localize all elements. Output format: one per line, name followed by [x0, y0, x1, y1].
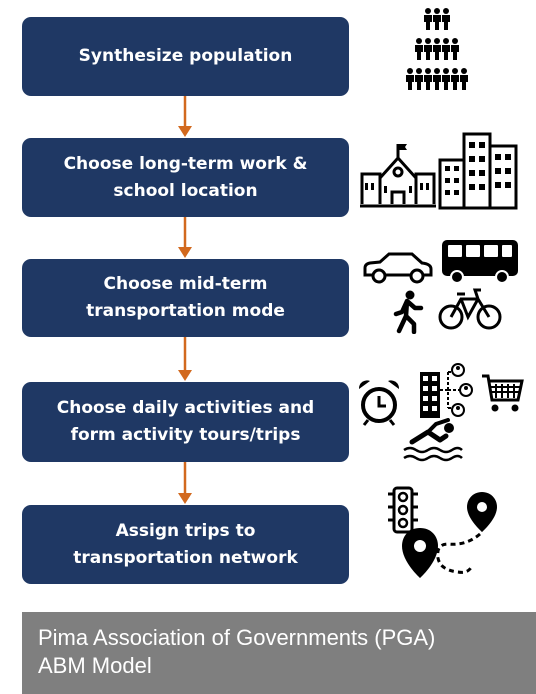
step-label: Synthesize population: [78, 46, 293, 66]
caption-line1: Pima Association of Governments (PGA): [38, 625, 436, 650]
swimmer-icon: [403, 418, 463, 462]
office-buildings-icon: [438, 132, 518, 210]
people-crowd-icon: [406, 8, 468, 90]
step-daily-activities: Choose daily activities and form activit…: [22, 382, 349, 462]
step-label-line2: transportation mode: [86, 301, 285, 321]
step-synthesize-population: Synthesize population: [22, 17, 349, 96]
route-pins-icon: [402, 492, 497, 578]
bicycle-icon: [438, 288, 502, 330]
alarm-clock-icon: [358, 380, 400, 426]
school-building-icon: [360, 144, 436, 208]
step-label-line2: transportation network: [73, 547, 298, 568]
step-transportation-mode: Choose mid-term transportation mode: [22, 259, 349, 337]
traffic-light-icon: [388, 486, 418, 534]
step-label-line2: school location: [113, 180, 258, 201]
pedestrian-icon: [393, 290, 424, 334]
caption-bar: Pima Association of Governments (PGA) AB…: [22, 612, 536, 694]
office-network-icon: [420, 363, 473, 418]
step-label-line1: Assign trips to: [115, 520, 256, 541]
flow-arrow-4: [178, 462, 192, 504]
step-label-line2: form activity tours/trips: [70, 425, 301, 445]
shopping-cart-icon: [482, 374, 524, 412]
step-label-line1: Choose long-term work &: [63, 153, 308, 174]
flow-arrow-3: [178, 337, 192, 381]
step-label-line1: Choose mid-term: [103, 274, 268, 294]
step-label-line1: Choose daily activities and: [56, 398, 315, 418]
step-work-school-location: Choose long-term work & school location: [22, 138, 349, 217]
step-assign-trips: Assign trips to transportation network: [22, 505, 349, 584]
car-icon: [363, 252, 433, 284]
flow-arrow-1: [178, 96, 192, 137]
bus-icon: [442, 240, 518, 284]
flow-arrow-2: [178, 217, 192, 258]
caption-line2: ABM Model: [38, 653, 152, 678]
